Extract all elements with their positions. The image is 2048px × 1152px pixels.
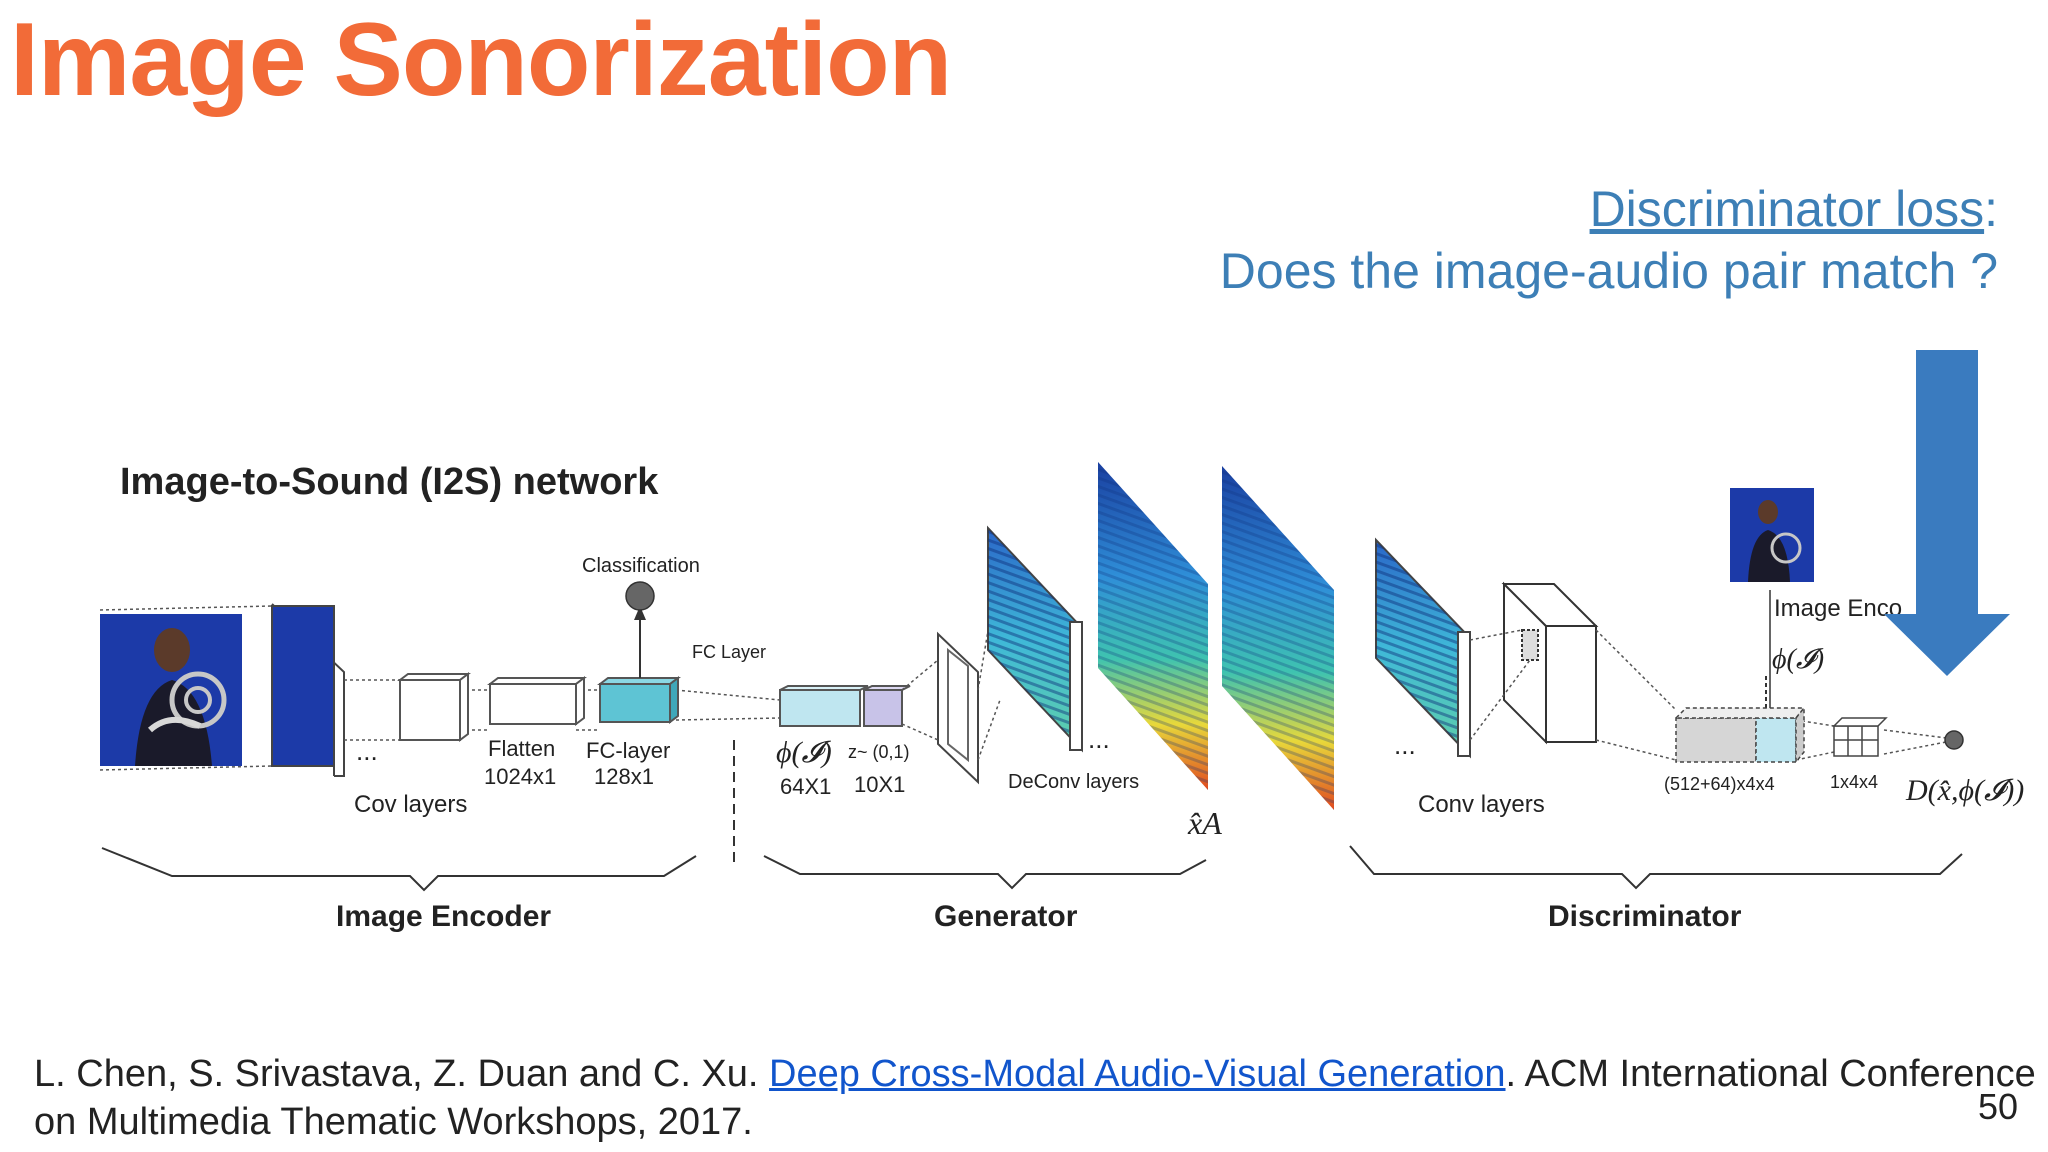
z-dim: 10X1	[854, 772, 905, 797]
deconv-layers-label: DeConv layers	[1008, 771, 1139, 793]
conv-ellipsis: ...	[1394, 730, 1416, 760]
x-hat-a-label: x̂A	[1187, 805, 1222, 841]
encoder-projection-lines	[99, 605, 781, 771]
encoder-ellipsis: ...	[356, 736, 378, 766]
phi-box	[779, 685, 869, 727]
conv-cube	[1501, 581, 1599, 745]
fc-layer-box-label: FC-layer	[586, 738, 670, 763]
discriminator-output-label: D(x̂,ϕ(𝓘))	[1905, 774, 2024, 807]
image-encoder-label: Image Enco	[1774, 595, 1902, 622]
diagram-heading: Image-to-Sound (I2S) network	[120, 461, 659, 503]
input-frame-3d	[271, 603, 345, 777]
discriminator-loss-question: Does the image-audio pair match ?	[1219, 243, 1998, 299]
flatten-label: Flatten	[488, 736, 555, 761]
slide-number: 50	[1977, 1086, 2018, 1127]
classification-arrowhead	[634, 606, 646, 620]
z-label: z~ (0,1)	[848, 742, 910, 762]
image-encoder-photo	[1730, 488, 1814, 582]
concat-dim: (512+64)x4x4	[1664, 774, 1775, 794]
fc-dim: 128x1	[594, 764, 654, 789]
deconv-ellipsis: ...	[1088, 724, 1110, 754]
small-dim: 1x4x4	[1830, 772, 1878, 792]
discriminator-loss-colon: :	[1984, 181, 1998, 237]
classification-label: Classification	[582, 555, 700, 577]
fc-layer-label: FC Layer	[692, 642, 766, 662]
conv-layers-label: Conv layers	[1418, 791, 1545, 818]
discriminator-output-node	[1944, 730, 1964, 750]
section-braces	[101, 845, 1963, 892]
discriminator-input-spectrogram	[1222, 466, 1334, 810]
flatten-dim: 1024x1	[484, 764, 556, 789]
citation: L. Chen, S. Srivastava, Z. Duan and C. X…	[34, 1050, 2048, 1146]
phi-label: ϕ(𝓘)	[776, 736, 832, 769]
big-blue-down-arrow	[1884, 350, 2010, 676]
small-block	[1832, 717, 1888, 757]
conv-first-panel	[1375, 537, 1471, 759]
concat-block	[1674, 705, 1806, 765]
discriminator-loss-link[interactable]: Discriminator loss	[1589, 181, 1985, 237]
z-box	[863, 685, 911, 727]
slide-title: Image Sonorization	[10, 2, 952, 118]
generated-spectrogram	[1098, 462, 1208, 790]
phi-small-label: ϕ(𝓘)	[1772, 644, 1824, 675]
discriminator-loss-note: Discriminator loss: Does the image-audio…	[1220, 178, 1998, 302]
citation-venue: . ACM International Conference on Multim…	[34, 1053, 2036, 1143]
cov-layers-label: Cov layers	[354, 791, 467, 818]
input-photo	[100, 614, 242, 766]
section-generator: Generator	[934, 900, 1078, 933]
fc-layer-box	[597, 676, 681, 724]
conv-projection-lines	[1469, 629, 1947, 761]
section-discriminator: Discriminator	[1548, 900, 1742, 933]
phi-dim: 64X1	[780, 774, 831, 799]
flatten-box	[487, 676, 587, 726]
classification-node	[625, 581, 655, 611]
citation-link[interactable]: Deep Cross-Modal Audio-Visual Generation	[769, 1053, 1506, 1095]
deconv-spectrogram-panel	[987, 525, 1083, 753]
citation-authors: L. Chen, S. Srivastava, Z. Duan and C. X…	[34, 1053, 770, 1095]
deconv-first-panel	[937, 631, 979, 785]
section-image-encoder: Image Encoder	[336, 900, 551, 933]
cov-layer-box	[397, 672, 471, 742]
